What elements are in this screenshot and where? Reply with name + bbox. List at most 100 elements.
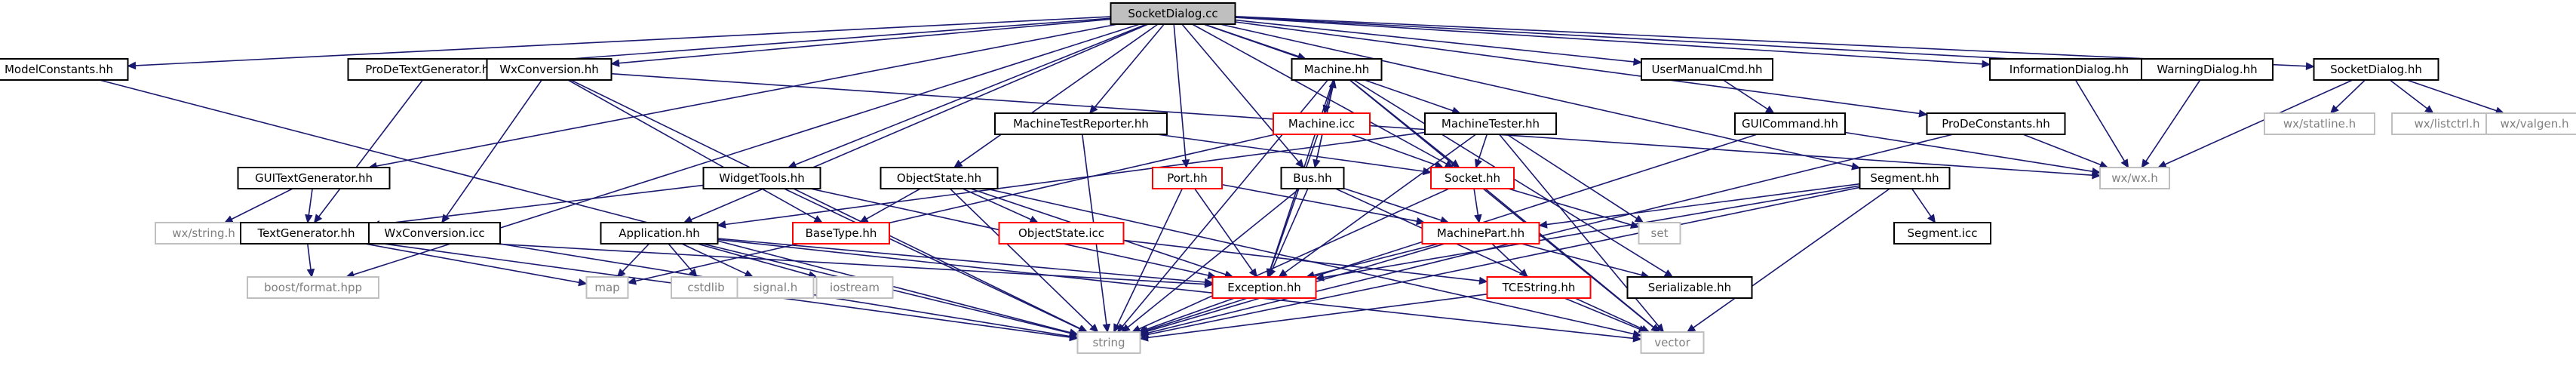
edge-arrowhead	[627, 277, 637, 285]
edge-objectstate_hh-to-objectstate_icc	[962, 188, 1039, 223]
node-label: Application.hh	[619, 226, 700, 240]
edge-line	[1220, 23, 1853, 168]
node-objectstate-hh[interactable]: ObjectState.hh	[880, 167, 999, 189]
node-wxconversion-icc[interactable]: WxConversion.icc	[368, 222, 501, 245]
edge-warningdialog-to-wx_wx	[2141, 79, 2201, 169]
node-box	[247, 276, 379, 299]
node-machinepart[interactable]: MachinePart.hh	[1421, 222, 1540, 245]
node-machine-icc[interactable]: Machine.icc	[1273, 112, 1371, 135]
node-box	[0, 58, 129, 81]
node-label: Segment.hh	[1870, 171, 1939, 185]
node-modelconstants[interactable]: ModelConstants.hh	[0, 58, 129, 81]
edge-arrowhead	[1918, 109, 1928, 118]
edge-line	[1844, 131, 2093, 172]
node-segment-hh[interactable]: Segment.hh	[1859, 167, 1951, 189]
edge-arrowhead	[1315, 273, 1325, 281]
edge-arrowhead	[1248, 268, 1257, 278]
edge-textgenerator-to-map	[364, 243, 588, 287]
edge-line	[1285, 134, 1477, 273]
edge-arrowhead	[313, 214, 323, 223]
edge-line	[2022, 134, 2102, 166]
node-warningdialog[interactable]: WarningDialog.hh	[2141, 58, 2274, 81]
node-label: signal.h	[754, 281, 798, 294]
node-wx-wx: wx/wx.h	[2099, 167, 2170, 189]
node-box	[240, 222, 373, 245]
edge-line	[1116, 188, 1184, 326]
node-machine-hh[interactable]: Machine.hh	[1291, 58, 1383, 81]
node-box	[2485, 112, 2576, 135]
edge-socketdialog_cc-to-wxconversion_hh	[610, 18, 1111, 67]
edge-line	[308, 188, 313, 216]
edge-arrowhead	[305, 214, 313, 224]
node-label: vector	[1654, 336, 1690, 349]
node-prodeconstants[interactable]: ProDeConstants.hh	[1926, 112, 2066, 135]
edge-arrowhead	[578, 278, 588, 287]
edge-line	[1147, 294, 1488, 339]
edge-arrowhead	[1655, 323, 1665, 333]
edge-line	[1192, 23, 1448, 165]
edge-line	[135, 16, 1111, 66]
edge-line	[2074, 79, 2126, 161]
edge-socket_hh-to-machinepart	[1473, 188, 1482, 224]
edge-line	[1693, 188, 1890, 328]
node-bus-hh[interactable]: Bus.hh	[1280, 167, 1345, 189]
node-machinetestreporter[interactable]: MachineTestReporter.hh	[994, 112, 1168, 135]
edge-line	[725, 131, 1426, 226]
node-wxconversion-hh[interactable]: WxConversion.hh	[486, 58, 613, 81]
edge-arrowhead	[1633, 57, 1643, 66]
node-box	[1273, 112, 1371, 135]
edge-line	[445, 79, 542, 217]
node-basetype[interactable]: BaseType.hh	[792, 222, 890, 245]
node-exception[interactable]: Exception.hh	[1211, 276, 1317, 299]
node-objectstate-icc[interactable]: ObjectState.icc	[998, 222, 1125, 245]
edge-line	[1478, 134, 1488, 161]
node-label: WarningDialog.hh	[2157, 63, 2257, 76]
node-socket-hh[interactable]: Socket.hh	[1430, 167, 1515, 189]
node-wx-statline: wx/statline.h	[2264, 112, 2375, 135]
node-box	[368, 222, 501, 245]
node-vector: vector	[1640, 331, 1705, 354]
edge-line	[1138, 188, 1450, 330]
node-tcestring[interactable]: TCEString.hh	[1486, 276, 1592, 299]
edge-segment_hh-to-vector	[1686, 188, 1890, 333]
node-label: MachineTester.hh	[1442, 117, 1540, 131]
edge-line	[1508, 188, 1632, 226]
node-label: MachineTestReporter.hh	[1013, 117, 1149, 131]
edge-line	[2335, 79, 2366, 109]
edge-line	[379, 184, 704, 226]
edge-line	[1350, 134, 1436, 166]
node-application[interactable]: Application.hh	[600, 222, 719, 245]
edge-arrowhead	[610, 59, 620, 67]
node-port-hh[interactable]: Port.hh	[1152, 167, 1223, 189]
node-segment-icc[interactable]: Segment.icc	[1893, 222, 1991, 245]
edge-arrowhead	[2120, 158, 2129, 169]
node-usermanualcmd[interactable]: UserManualCmd.hh	[1641, 58, 1773, 81]
edge-prodetextgen-to-textgenerator	[313, 79, 424, 223]
edge-socketdialog_cc-to-machinetestreporter	[1088, 23, 1165, 114]
node-label: wx/valgen.h	[2501, 117, 2569, 131]
node-machinetester[interactable]: MachineTester.hh	[1424, 112, 1557, 135]
node-box	[1893, 222, 1991, 245]
edge-socketdialog_cc-to-objectstate_hh	[953, 23, 1159, 168]
node-label: UserManualCmd.hh	[1651, 63, 1762, 76]
node-textgenerator[interactable]: TextGenerator.hh	[240, 222, 373, 245]
node-box	[486, 58, 613, 81]
node-serializable[interactable]: Serializable.hh	[1626, 276, 1753, 299]
node-prodetextgen[interactable]: ProDeTextGenerator.hh	[347, 58, 514, 81]
node-label: ObjectState.icc	[1018, 226, 1104, 240]
node-infodialog[interactable]: InformationDialog.hh	[1989, 58, 2149, 81]
node-widgettools[interactable]: WidgetTools.hh	[702, 167, 821, 189]
node-guicommand[interactable]: GUICommand.hh	[1734, 112, 1846, 135]
node-string: string	[1076, 331, 1141, 354]
edge-arrowhead	[1764, 105, 1775, 114]
edge-line	[2164, 79, 2353, 165]
edge-exception-to-string	[1138, 297, 1235, 334]
node-socketdialog-cc[interactable]: SocketDialog.cc	[1110, 2, 1236, 25]
edge-arrowhead	[1069, 329, 1079, 337]
node-socketdialog-hh[interactable]: SocketDialog.hh	[2313, 58, 2439, 81]
node-map: map	[585, 276, 629, 299]
edge-line	[619, 18, 1111, 64]
edge-line	[318, 79, 424, 217]
node-guitextgen[interactable]: GUITextGenerator.hh	[237, 167, 391, 189]
